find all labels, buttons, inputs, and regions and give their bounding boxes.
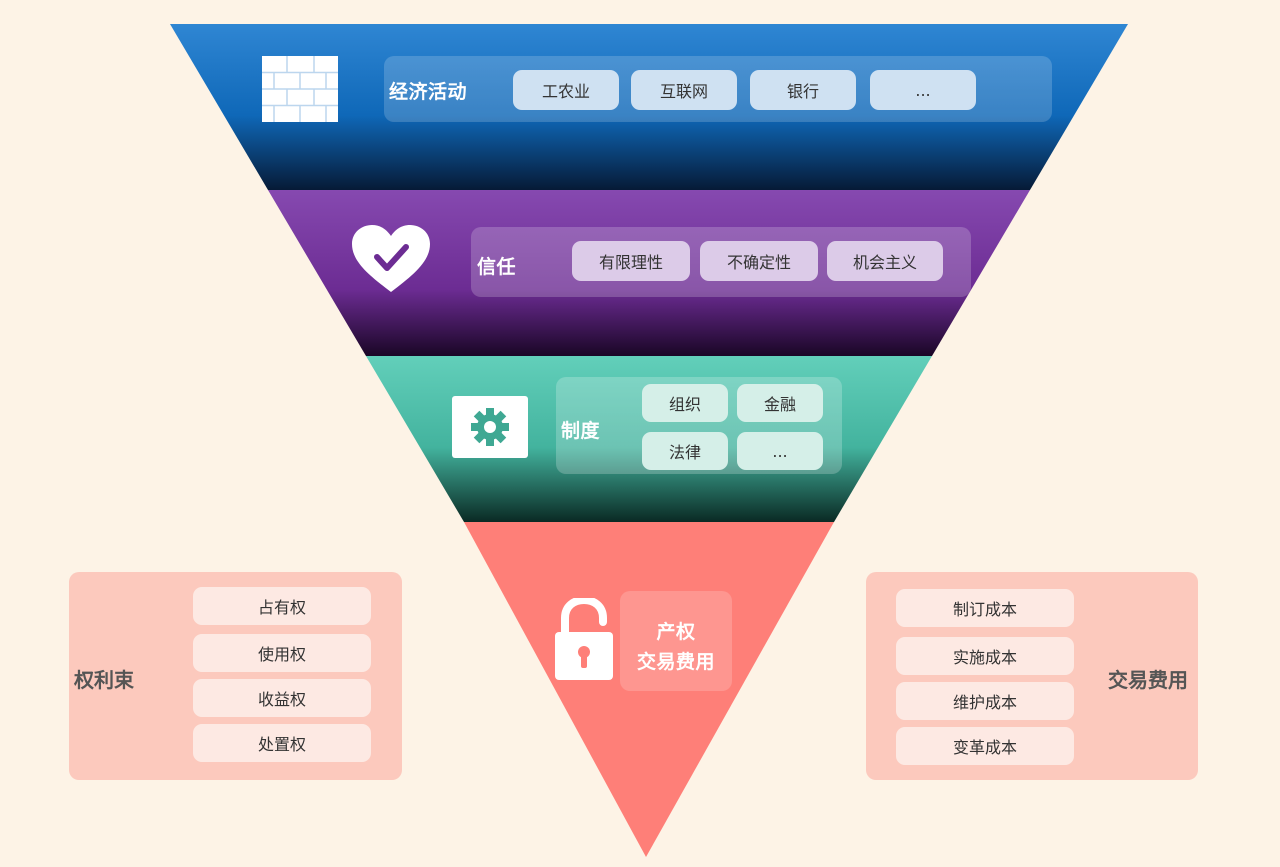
right-panel-title: 交易费用 — [1108, 668, 1188, 692]
tier-4-label-line1: 产权 — [656, 621, 696, 643]
left-panel-item: 占有权 — [193, 587, 371, 625]
tier-2-label: 信任 — [477, 256, 517, 278]
right-panel-item: 变革成本 — [896, 727, 1074, 765]
tier-1-item: 互联网 — [631, 70, 737, 110]
left-panel-item: 处置权 — [193, 724, 371, 762]
tier-4-label-line2: 交易费用 — [636, 651, 715, 673]
right-panel-item: 实施成本 — [896, 637, 1074, 675]
tier-3-item: 组织 — [642, 384, 728, 422]
tier-4-band — [464, 522, 834, 857]
tier-1-label: 经济活动 — [389, 81, 468, 103]
tier-1-item: 银行 — [750, 70, 856, 110]
tier-3-label: 制度 — [561, 420, 601, 442]
right-panel-item: 制订成本 — [896, 589, 1074, 627]
left-panel-item: 收益权 — [193, 679, 371, 717]
tier-3-item: ... — [737, 432, 823, 470]
brick-wall-icon — [262, 56, 338, 122]
tier-2-item: 有限理性 — [572, 241, 690, 281]
tier-4-box — [620, 591, 732, 691]
tier-3-item: 法律 — [642, 432, 728, 470]
heart-check-icon — [350, 224, 432, 294]
unlocked-padlock-icon — [553, 595, 615, 682]
left-panel-item: 使用权 — [193, 634, 371, 672]
tier-2-item: 不确定性 — [700, 241, 818, 281]
gear-icon — [452, 396, 528, 458]
right-panel-item: 维护成本 — [896, 682, 1074, 720]
tier-1-item: ... — [870, 70, 976, 110]
left-panel-title: 权利束 — [74, 668, 134, 692]
tier-2-item: 机会主义 — [827, 241, 943, 281]
tier-3-item: 金融 — [737, 384, 823, 422]
tier-1-item: 工农业 — [513, 70, 619, 110]
